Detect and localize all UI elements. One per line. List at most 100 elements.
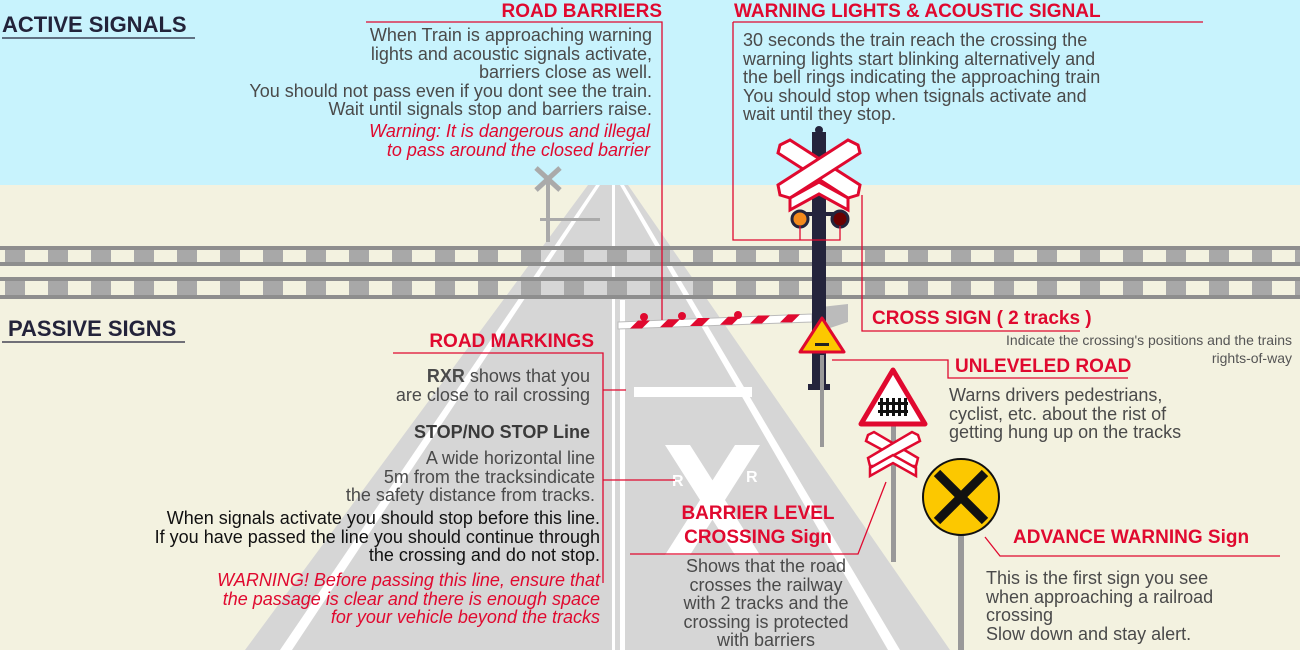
crossbuck-icon — [776, 138, 862, 213]
rail-tie — [1166, 281, 1186, 295]
rail-tie — [736, 250, 756, 262]
rail-tie — [134, 250, 154, 262]
warning-lights-text: 30 seconds the train reach the crossing … — [743, 31, 1100, 124]
warning-light-right — [830, 209, 850, 229]
level-crossing-warning-sign — [858, 367, 928, 427]
stop-line — [634, 387, 752, 397]
rail-tie — [1037, 250, 1057, 262]
road-barriers-warning: Warning: It is dangerous and illegal to … — [369, 122, 650, 159]
rail-tie — [349, 281, 369, 295]
rail-tie — [177, 281, 197, 295]
unleveled-road-title: UNLEVELED ROAD — [955, 356, 1132, 377]
text-line: the passage is clear and there is enough… — [222, 588, 600, 609]
rail-tie — [822, 281, 842, 295]
text-line: When signals activate you should stop be… — [166, 508, 600, 528]
warning-lights-title: WARNING LIGHTS & ACOUSTIC SIGNAL — [734, 1, 1101, 22]
text-line: getting hung up on the tracks — [949, 422, 1182, 442]
barrier-stripe — [780, 314, 800, 323]
barrier-stripe — [660, 319, 680, 328]
text-line: 30 seconds the train reach the crossing … — [743, 30, 1088, 50]
cross-sign-text: Indicate the crossing's positions and th… — [1006, 331, 1292, 367]
rail-tie — [435, 281, 455, 295]
rail-tie — [865, 281, 885, 295]
advance-warning-text: This is the first sign you see when appr… — [986, 569, 1213, 643]
rail-tie — [951, 281, 971, 295]
rail-tie — [1209, 281, 1229, 295]
text-line: WARNING! Before passing this line, ensur… — [217, 570, 600, 590]
rxr-marking: R R — [665, 445, 760, 555]
rail-tie — [1123, 250, 1143, 262]
road-centerline — [612, 185, 615, 650]
rail-tie — [1037, 281, 1057, 295]
rail-tie — [607, 281, 627, 295]
text-line: When Train is approaching warning — [369, 25, 652, 45]
stop-line-text: A wide horizontal line 5m from the track… — [346, 449, 595, 505]
stop-line-title: STOP/NO STOP Line — [413, 422, 590, 442]
rail-tie — [736, 281, 756, 295]
barrier-stripe — [720, 316, 740, 325]
text-line: Indicate the crossing's positions and th… — [1006, 332, 1292, 348]
svg-text:R: R — [672, 473, 684, 490]
text-line: to pass around the closed barrier — [386, 139, 650, 160]
railway-tracks — [0, 246, 1300, 299]
text-line: A wide horizontal line — [425, 448, 595, 468]
text-line: with 2 tracks and the — [683, 593, 849, 613]
passive-signs-heading: PASSIVE SIGNS — [8, 316, 177, 341]
text-line: cyclist, etc. about the rist of — [949, 403, 1167, 424]
barrier-stripe — [750, 315, 770, 324]
road-centerline-2 — [620, 300, 625, 650]
rxr-text: RXR shows that you are close to rail cro… — [396, 367, 590, 404]
text-line: Slow down and stay alert. — [986, 623, 1192, 644]
text-line: BARRIER LEVEL — [681, 503, 835, 524]
rail-tie — [1166, 250, 1186, 262]
rail-tie — [91, 250, 111, 262]
rail-tie — [48, 281, 68, 295]
rail-tie — [822, 250, 842, 262]
text-line: the crossing and do not stop. — [368, 545, 600, 565]
leader-lines — [2, 21, 1280, 583]
rail-tie — [521, 281, 541, 295]
active-signals-heading: ACTIVE SIGNALS — [2, 12, 187, 37]
rail-tie — [951, 250, 971, 262]
text-line: Warns drivers pedestrians, — [949, 385, 1163, 405]
rail-tie — [693, 281, 713, 295]
text-line: You should stop when tsignals activate a… — [743, 85, 1087, 106]
rxr-rest: shows that you — [464, 366, 590, 386]
rail-tie — [392, 281, 412, 295]
advance-warning-title: ADVANCE WARNING Sign — [1013, 527, 1250, 548]
text-line: when approaching a railroad — [986, 586, 1214, 607]
rail-tie — [607, 250, 627, 262]
road-edge-right — [620, 185, 900, 650]
stop-line-instructions: When signals activate you should stop be… — [155, 509, 600, 565]
rail-tie — [306, 281, 326, 295]
rail-tie — [521, 250, 541, 262]
text-line: You should not pass even if you dont see… — [249, 80, 652, 101]
text-line: RXR shows that you — [396, 367, 590, 386]
rail-tie — [1295, 281, 1300, 295]
text-line: crosses the railway — [689, 574, 843, 595]
rail-tie — [263, 281, 283, 295]
text-line: Shows that the road — [685, 556, 847, 576]
text-line: Warning: It is dangerous and illegal — [369, 121, 650, 141]
rail-tie — [392, 250, 412, 262]
text-line: are close to rail crossing — [395, 384, 590, 405]
rail-tie — [349, 250, 369, 262]
rail-tie — [263, 250, 283, 262]
distant-crossing-signal — [534, 166, 600, 242]
rail-tie — [5, 250, 25, 262]
rail-tie — [908, 281, 928, 295]
road-markings-title: ROAD MARKINGS — [429, 331, 594, 352]
rail-tie — [220, 250, 240, 262]
rail-tie — [865, 250, 885, 262]
svg-text:R: R — [746, 469, 758, 486]
text-line: wait until they stop. — [743, 104, 897, 124]
rail-tie — [1080, 281, 1100, 295]
text-line: the bell rings indicating the approachin… — [743, 67, 1101, 87]
text-line: for your vehicle beyond the tracks — [330, 607, 600, 627]
rail-tie — [306, 250, 326, 262]
text-line: lights and acoustic signals activate, — [370, 43, 652, 64]
rail-tie — [1080, 250, 1100, 262]
rail-tie — [220, 281, 240, 295]
unleveled-road-sign — [798, 316, 846, 354]
